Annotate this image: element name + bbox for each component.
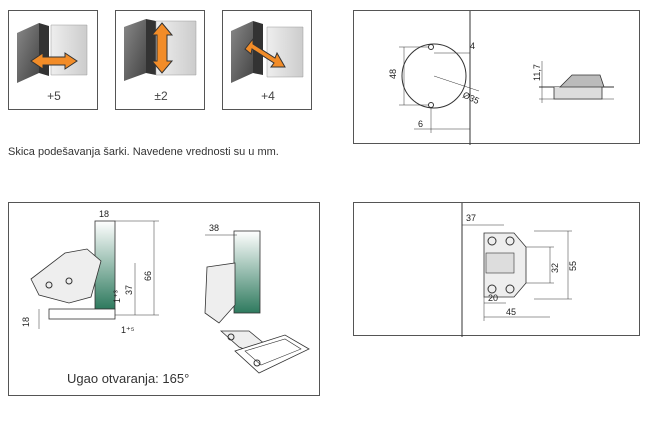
dim-plate-32: 32	[550, 263, 560, 273]
drilling-diagram: 4 48 Ø35 6 11,7	[353, 10, 640, 145]
dim-1-3: 1⁺³	[112, 290, 122, 303]
dim-1-5: 1⁺⁵	[121, 325, 135, 335]
dim-18-left: 18	[21, 317, 31, 327]
opening-angle-label: Ugao otvaranja: 165°	[67, 371, 189, 386]
adjust-depth-illustration	[231, 21, 304, 83]
adjust-value-depth: +4	[261, 89, 275, 103]
dim-plate-55: 55	[568, 261, 578, 271]
dim-plate-45: 45	[506, 307, 516, 317]
hinge-opening-diagram: 18 38 66 37 1⁺³ 1⁺⁵ 18 Ugao otvaranja: 1…	[8, 202, 320, 396]
adjust-value-vertical: ±2	[154, 89, 168, 103]
dim-35: Ø35	[461, 90, 481, 106]
adjust-box-side: +5	[8, 10, 98, 110]
dim-6: 6	[418, 119, 423, 129]
dim-plate-20: 20	[488, 293, 498, 303]
dim-plate-37: 37	[466, 213, 476, 223]
adjust-box-vertical: ±2	[115, 10, 205, 110]
mounting-plate-diagram: 37 32 55 20 45	[353, 202, 640, 337]
caption-text: Skica podešavanja šarki. Navedene vredno…	[8, 146, 279, 158]
adjust-value-side: +5	[47, 89, 61, 103]
dim-11-7: 11,7	[532, 64, 542, 81]
dim-4: 4	[470, 41, 475, 51]
adjust-side-illustration	[17, 23, 88, 83]
dim-18-top: 18	[99, 209, 109, 219]
hinge-opening-drawing: 18 38 66 37 1⁺³ 1⁺⁵ 18 Ugao otvaranja: 1…	[21, 209, 310, 386]
mounting-plate-drawing: 37 32 55 20 45	[461, 203, 578, 337]
dim-37: 37	[124, 285, 134, 295]
dim-48: 48	[388, 69, 398, 79]
adjust-vertical-illustration	[124, 19, 197, 81]
adjust-box-depth: +4	[222, 10, 312, 110]
dim-38: 38	[209, 223, 219, 233]
drilling-drawing: 4 48 Ø35 6 11,7	[388, 11, 614, 145]
dim-66: 66	[143, 271, 153, 281]
